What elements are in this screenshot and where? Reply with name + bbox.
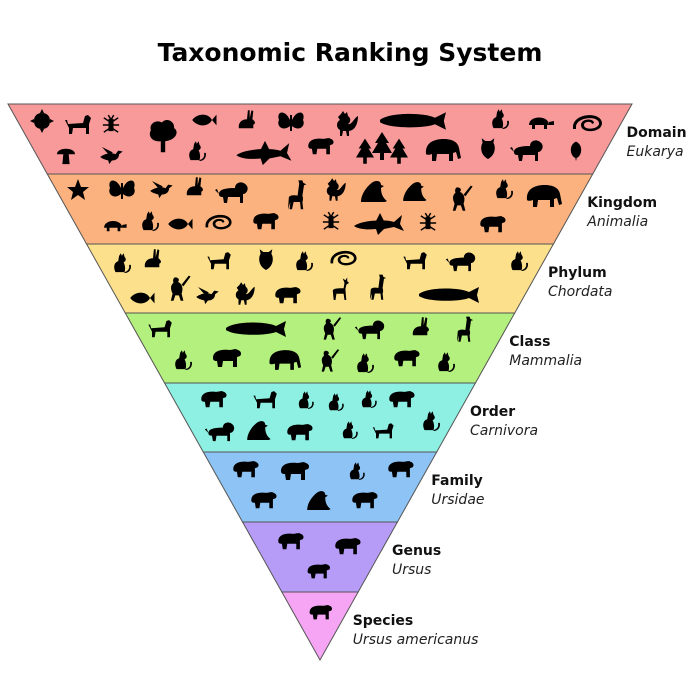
rank-example: Carnivora	[469, 423, 539, 439]
rank-name: Species	[352, 613, 414, 629]
rank-example: Animalia	[587, 214, 649, 230]
rank-name: Phylum	[547, 265, 607, 281]
page-title: Taxonomic Ranking System	[157, 38, 543, 67]
rank-example: Ursus americanus	[352, 632, 479, 648]
band-species	[280, 591, 360, 662]
rank-example: Ursidae	[431, 492, 485, 508]
rank-name: Order	[469, 404, 516, 420]
rank-example: Mammalia	[509, 353, 583, 369]
rank-name: Genus	[391, 543, 442, 559]
rank-name: Family	[431, 473, 483, 489]
rank-example: Ursus	[391, 562, 432, 578]
band-genus	[241, 521, 399, 593]
band-class	[124, 312, 516, 384]
rank-example: Eukarya	[626, 144, 684, 160]
rank-name: Kingdom	[587, 195, 658, 211]
rank-name: Class	[509, 334, 551, 350]
rank-name: Domain	[626, 125, 687, 141]
rank-example: Chordata	[547, 284, 613, 300]
